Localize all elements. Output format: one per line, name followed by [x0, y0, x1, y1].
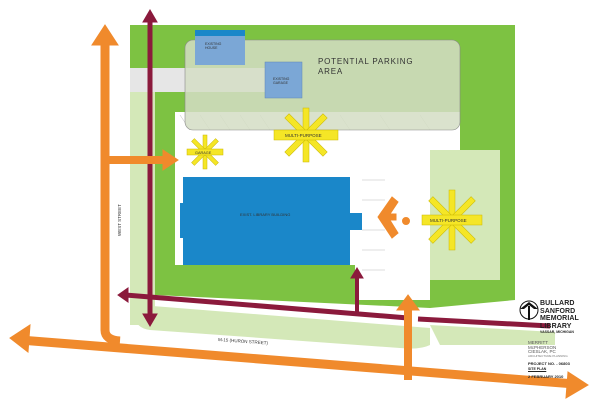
south-east-verge: [430, 325, 555, 345]
multi-purpose-label: MULTI-PURPOSE: [430, 218, 467, 223]
existing-garage: [264, 61, 303, 99]
arrow-left-icon: [117, 287, 129, 303]
title-block: BULLARD SANFORD MEMORIAL LIBRARY VASSAR,…: [528, 300, 579, 379]
svg-text:GARAGE: GARAGE: [273, 81, 289, 85]
parking-label-1: POTENTIAL PARKING: [318, 57, 413, 66]
south-verge: [135, 305, 430, 349]
parking-label-2: AREA: [318, 67, 343, 76]
huron-street-label: M-15 (HURON STREET): [218, 337, 269, 346]
arrow-up-icon: [350, 267, 364, 279]
vehicle-routes: [9, 24, 589, 399]
pedestrian-paths: [117, 9, 551, 329]
library-logo: [519, 300, 539, 320]
asterisk-icon: [421, 189, 483, 251]
svg-text:EXISTING: EXISTING: [273, 77, 290, 81]
parking-south: [355, 255, 430, 300]
asterisk-icon: [186, 134, 224, 170]
west-street-label: WEST STREET: [117, 204, 122, 236]
multi-purpose-label: MULTI-PURPOSE: [285, 133, 322, 138]
arrow-down-icon: [142, 313, 158, 327]
library-label: EXIST. LIBRARY BUILDING: [240, 212, 290, 217]
svg-text:HOUSE: HOUSE: [205, 46, 218, 50]
activity-markers: [186, 107, 483, 251]
arrow-up-icon: [142, 9, 158, 23]
garage-label: GARAGE: [195, 151, 212, 155]
asterisk-icon: [273, 107, 339, 163]
library-building: [180, 177, 362, 265]
svg-text:EXISTING: EXISTING: [205, 42, 222, 46]
